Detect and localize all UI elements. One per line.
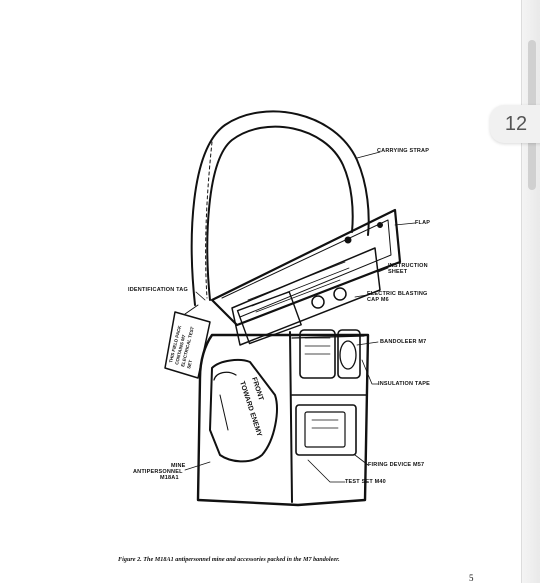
mine-front-text: FRONT — [250, 376, 264, 402]
label-instruction-sheet-2: SHEET — [388, 269, 408, 275]
bag-body-shape — [196, 333, 370, 507]
viewer-scrollbar[interactable] — [521, 0, 540, 583]
label-mine-2: ANTIPERSONNEL — [133, 469, 183, 475]
label-insulation-tape: INSULATION TAPE — [378, 381, 430, 387]
label-firing-device: FIRING DEVICE M57 — [368, 462, 425, 468]
label-instruction-sheet-1: INSTRUCTION — [388, 263, 428, 269]
mine-shape — [209, 359, 278, 463]
label-mine-1: MINE — [171, 463, 186, 469]
tag-text-4: SET — [186, 359, 193, 369]
flap-shape — [210, 208, 402, 327]
document-page: FRONT TOWARD ENEMY THIS FIELD PACK CONTA… — [118, 110, 474, 583]
figure-caption: Figure 2. The M18A1 antipersonnel mine a… — [118, 556, 340, 563]
page-indicator-badge[interactable]: 12 — [490, 105, 540, 143]
bandoleer-illustration: FRONT TOWARD ENEMY THIS FIELD PACK CONTA… — [164, 110, 416, 507]
identification-tag-shape — [164, 311, 211, 379]
instruction-sheet-shape — [231, 247, 381, 346]
label-electric-blasting-1: ELECTRIC BLASTING — [367, 291, 428, 297]
carrying-strap-shape — [190, 110, 370, 306]
label-bandoleer: BANDOLEER M7 — [380, 339, 427, 345]
label-test-set: TEST SET M40 — [345, 479, 386, 485]
label-flap: FLAP — [415, 220, 431, 226]
label-carrying-strap: CARRYING STRAP — [377, 148, 430, 154]
label-mine-3: M18A1 — [160, 475, 179, 481]
label-identification-tag: IDENTIFICATION TAG — [128, 287, 188, 293]
page-number: 5 — [469, 573, 474, 583]
label-electric-blasting-2: CAP M6 — [367, 297, 389, 303]
